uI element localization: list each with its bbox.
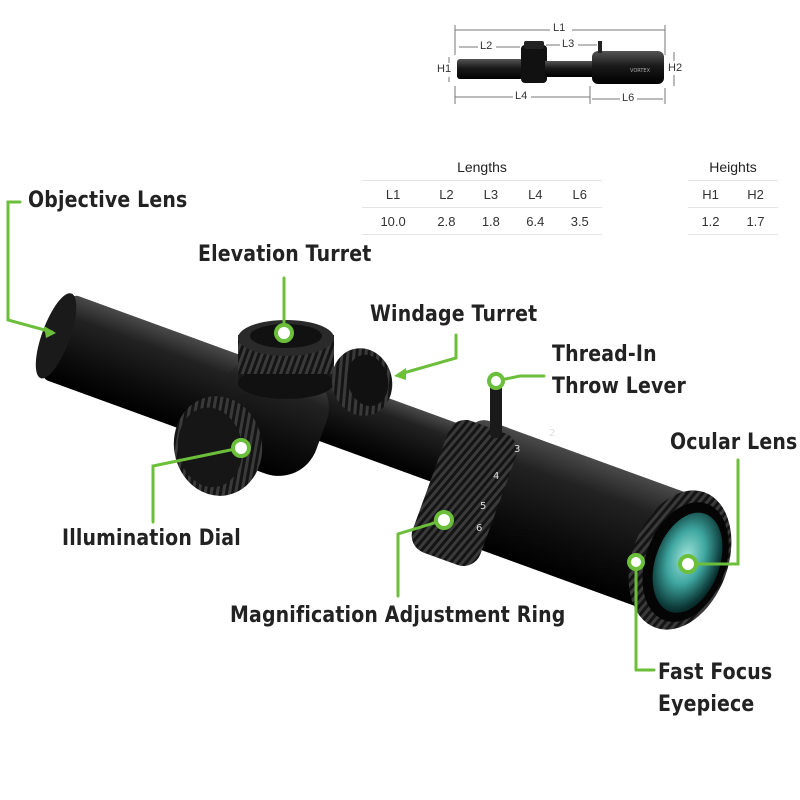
mag-mark: 5 [480,501,486,512]
lengths-header: L6 [557,180,602,208]
lengths-table: Lengths L1 L2 L3 L4 L6 10.0 2.8 1.8 6.4 … [362,154,602,235]
lengths-table-title: Lengths [457,159,507,175]
callout-dot [231,438,251,458]
throw-lever-label: Throw Lever [552,374,687,399]
magnification-marks: 2 3 4 5 6 [476,428,555,534]
callout-dot [487,372,505,390]
ocular-lens-label: Ocular Lens [670,430,798,455]
dim-label-h1: H1 [437,63,452,75]
lengths-header: L1 [362,180,425,208]
dim-label-l2: L2 [480,40,493,52]
illumination-dial-label: Illumination Dial [62,526,241,551]
heights-table-title: Heights [709,159,757,175]
dim-label-l6: L6 [622,92,635,104]
illumination-dial-knob [173,396,263,496]
heights-value: 1.7 [733,207,778,235]
callout-dots [231,323,698,574]
thread-in-label: Thread-In [552,342,657,367]
magnification-ring-knob [411,419,518,566]
lengths-value: 6.4 [513,207,558,235]
windage-turret-knob [331,348,393,416]
dim-label-l3: L3 [562,38,575,50]
eyepiece-label: Eyepiece [658,692,755,717]
heights-header: H2 [733,180,778,208]
magnification-ring-label: Magnification Adjustment Ring [230,603,566,628]
heights-value: 1.2 [688,207,733,235]
objective-lens-label: Objective Lens [28,188,188,213]
lengths-header: L3 [468,180,514,208]
dimension-lines [448,25,675,104]
lengths-value: 10.0 [362,207,425,235]
dim-label-h2: H2 [668,62,683,74]
lengths-header: L4 [513,180,558,208]
lengths-value: 3.5 [557,207,602,235]
mag-mark: 3 [514,444,520,455]
windage-turret-label: Windage Turret [370,302,538,327]
windage-turret-leader [398,333,458,376]
mini-scope: VORTEX [457,41,664,84]
elevation-turret-knob [238,320,334,399]
illumination-dial-leader [151,446,242,524]
lengths-value: 1.8 [468,207,514,235]
fast-focus-label: Fast Focus [658,660,773,685]
elevation-turret-label: Elevation Turret [198,242,372,267]
callout-dot [274,323,294,343]
dim-label-l4: L4 [515,90,528,102]
heights-header: H1 [688,180,733,208]
callout-dot [627,553,645,571]
mag-mark: 6 [476,523,482,534]
callout-dot [678,554,698,574]
ocular-lens-leader [692,458,740,566]
heights-table: Heights H1 H2 1.2 1.7 [688,154,778,235]
svg-text:VORTEX: VORTEX [630,68,651,74]
mag-mark: 4 [493,471,499,482]
objective-lens-leader [6,200,54,334]
dim-label-l1: L1 [553,22,566,34]
callout-dot [434,510,454,530]
mag-mark: 2 [549,428,555,439]
lengths-header: L2 [424,180,469,208]
callout-lines [6,200,740,672]
lengths-value: 2.8 [424,207,469,235]
magnification-ring-leader [396,518,446,598]
